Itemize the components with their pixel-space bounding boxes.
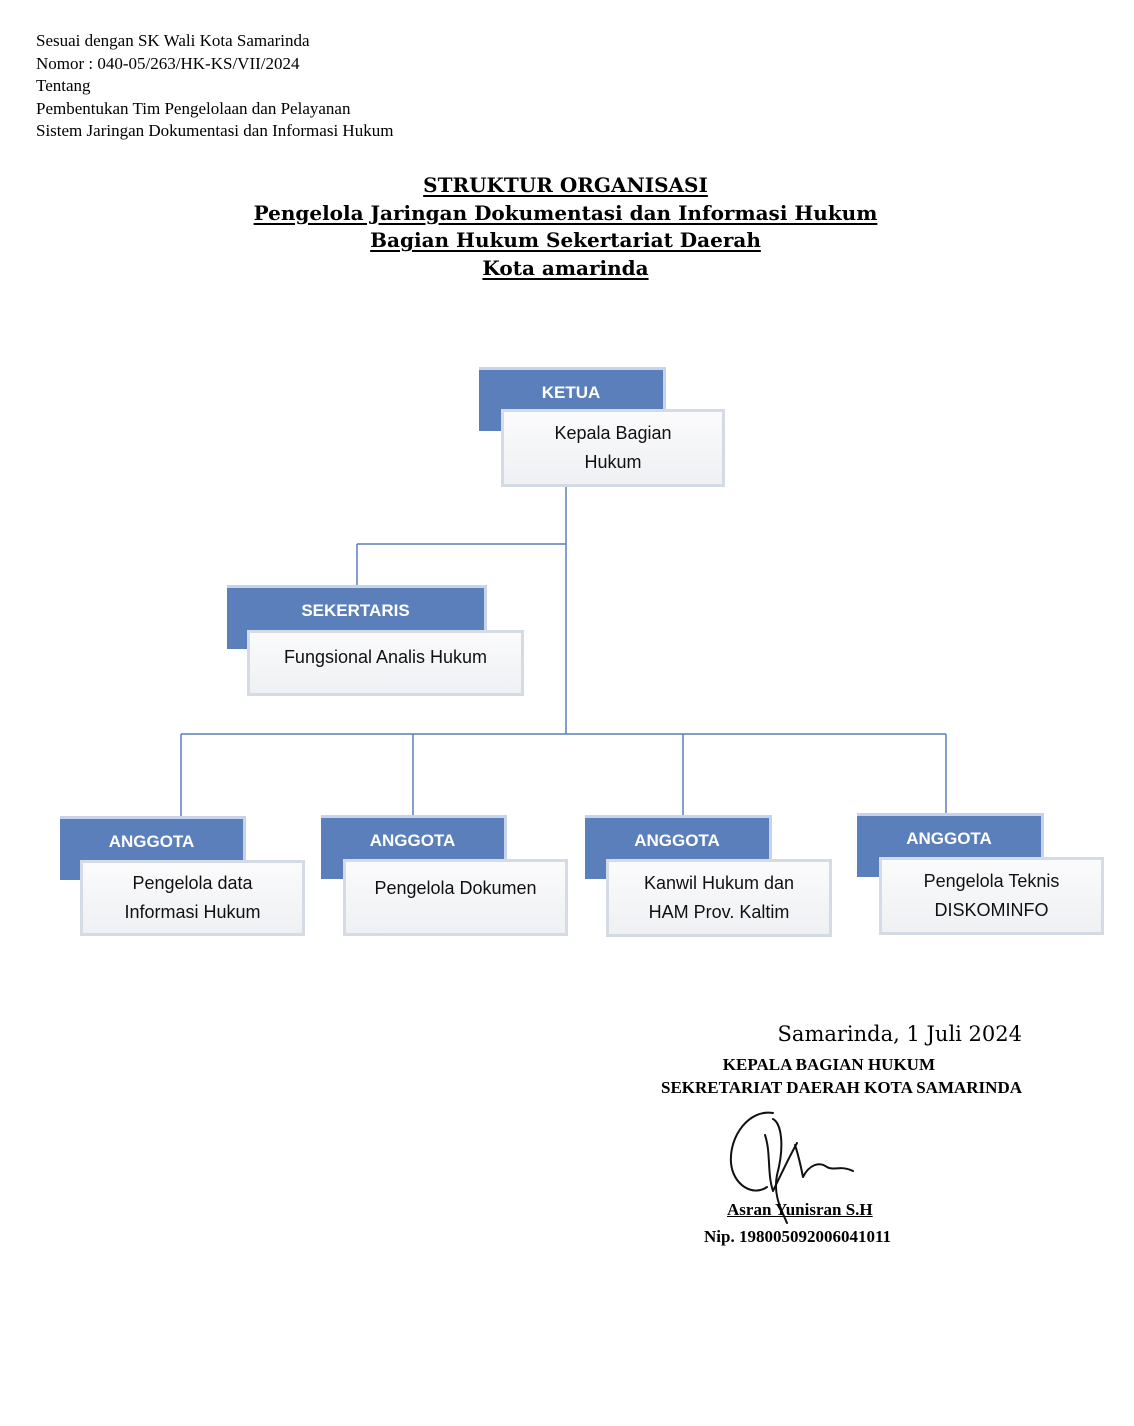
title-line: STRUKTUR ORGANISASI — [423, 173, 708, 197]
signatory-name: Asran Yunisran S.H — [727, 1200, 873, 1219]
ketua-role-label: KETUA — [541, 383, 601, 402]
decree-line: Sesuai dengan SK Wali Kota Samarinda — [36, 31, 310, 50]
anggota-4-desc-line: Pengelola Teknis — [923, 871, 1060, 891]
anggota-4-desc-box: Pengelola Teknis DISKOMINFO — [879, 857, 1104, 935]
ketua-desc-line: Hukum — [584, 452, 642, 472]
anggota-3-desc-box: Kanwil Hukum dan HAM Prov. Kaltim — [606, 859, 832, 937]
org-connectors — [180, 486, 947, 818]
decree-line: Tentang — [36, 76, 91, 95]
anggota-2-desc-box: Pengelola Dokumen — [343, 859, 568, 936]
document-title: STRUKTUR ORGANISASI Pengelola Jaringan D… — [0, 172, 1131, 282]
anggota-3-role-label: ANGGOTA — [634, 831, 720, 850]
decree-reference: Sesuai dengan SK Wali Kota Samarinda Nom… — [36, 30, 393, 143]
sekertaris-role-label: SEKERTARIS — [301, 601, 410, 620]
anggota-2-desc-line: Pengelola Dokumen — [374, 878, 537, 898]
signatory-nip: Nip. 198005092006041011 — [704, 1227, 892, 1246]
decree-line: Nomor : 040-05/263/HK-KS/VII/2024 — [36, 53, 300, 73]
anggota-4-desc-line: DISKOMINFO — [934, 900, 1049, 920]
anggota-2-role-label: ANGGOTA — [369, 831, 456, 850]
sekertaris-desc-box: Fungsional Analis Hukum — [247, 630, 524, 696]
sign-position-line-2: SEKRETARIAT DAERAH KOTA SAMARINDA — [661, 1078, 1022, 1097]
anggota-1-desc-line: Informasi Hukum — [124, 902, 261, 922]
handwritten-signature — [729, 1111, 854, 1224]
ketua-desc-line: Kepala Bagian — [554, 423, 672, 443]
anggota-3-desc-line: Kanwil Hukum dan — [643, 873, 795, 893]
sign-position-line-1: KEPALA BAGIAN HUKUM — [722, 1055, 935, 1074]
decree-line: Sistem Jaringan Dokumentasi dan Informas… — [36, 121, 394, 140]
sekertaris-desc-line: Fungsional Analis Hukum — [283, 647, 488, 667]
anggota-1-desc-box: Pengelola data Informasi Hukum — [80, 860, 305, 936]
anggota-3-desc-line: HAM Prov. Kaltim — [648, 902, 790, 922]
ketua-desc-box: Kepala Bagian Hukum — [501, 409, 725, 487]
sign-date: Samarinda, 1 Juli 2024 — [777, 1022, 1022, 1046]
title-line: Bagian Hukum Sekertariat Daerah — [370, 228, 761, 252]
anggota-4-role-label: ANGGOTA — [906, 829, 992, 848]
anggota-1-role-label: ANGGOTA — [108, 832, 195, 851]
title-line: Pengelola Jaringan Dokumentasi dan Infor… — [253, 200, 878, 225]
title-line: Kota amarinda — [482, 255, 649, 280]
anggota-1-desc-line: Pengelola data — [132, 873, 253, 893]
decree-line: Pembentukan Tim Pengelolaan dan Pelayana… — [36, 98, 351, 118]
